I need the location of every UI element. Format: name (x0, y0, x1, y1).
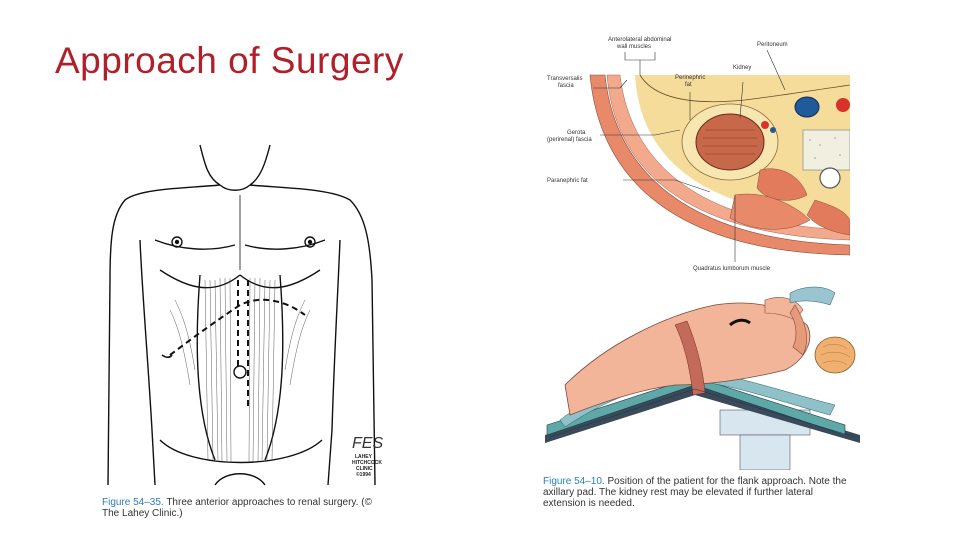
label-quadratus: Quadratus lumborum muscle (693, 266, 771, 272)
torso-drawing: FES LAHEY HITCHCOCK CLINIC ©1994 (107, 144, 383, 486)
cross-section-drawing: Anterolateral abdominal wall muscles Per… (547, 37, 850, 272)
label-perinephric-2: fat (685, 82, 692, 88)
patient-position-drawing (545, 286, 860, 470)
stamp-line-4: ©1994 (356, 471, 371, 478)
label-perinephric: Perinephric (675, 75, 705, 81)
flank-position-figure (545, 285, 860, 470)
right-caption-text: Position of the patient for the flank ap… (543, 476, 847, 509)
label-transversalis-2: fascia (558, 83, 574, 89)
stamp-line-3: CLINIC (356, 466, 373, 472)
right-caption-number: Figure 54–10. (543, 476, 605, 487)
right-figure-caption: Figure 54–10. Position of the patient fo… (543, 476, 848, 509)
stamp-line-1: LAHEY (355, 454, 373, 460)
label-kidney: Kidney (733, 65, 751, 71)
label-anterolateral-2: wall muscles (616, 44, 651, 50)
label-anterolateral: Anterolateral abdominal (608, 37, 671, 43)
left-figure-caption: Figure 54–35. Three anterior approaches … (102, 497, 387, 519)
label-peritoneum: Peritoneum (757, 42, 788, 48)
cross-section-figure: Anterolateral abdominal wall muscles Per… (545, 30, 850, 275)
label-gerota: Gerota (567, 130, 586, 136)
label-gerota-2: (perirenal) fascia (547, 137, 592, 143)
anterior-approach-figure: FES LAHEY HITCHCOCK CLINIC ©1994 (100, 140, 390, 495)
artist-signature: FES (352, 435, 383, 452)
left-caption-text: Three anterior approaches to renal surge… (102, 497, 372, 519)
stamp-line-2: HITCHCOCK (352, 460, 382, 466)
left-caption-number: Figure 54–35. (102, 497, 164, 508)
label-paranephric: Paranephric fat (547, 178, 588, 184)
label-transversalis: Transversalis (547, 76, 582, 82)
slide-title: Approach of Surgery (55, 40, 404, 81)
